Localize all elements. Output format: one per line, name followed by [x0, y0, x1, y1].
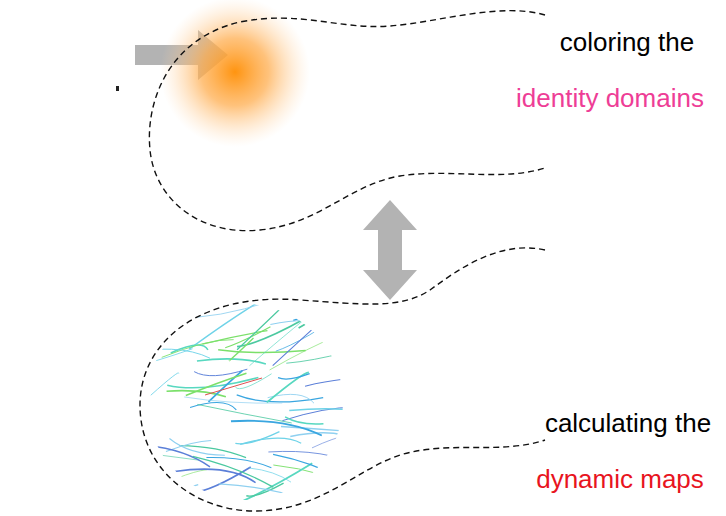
streamline [184, 397, 282, 403]
streamline [119, 444, 210, 466]
streamline [229, 338, 253, 361]
streamline [128, 479, 171, 490]
caption-text: coloring the [560, 27, 694, 57]
streamline [267, 372, 309, 402]
streamline [249, 468, 291, 482]
blob-node: calculating the dynamic maps [140, 300, 726, 516]
streamline [290, 433, 360, 442]
streamline [237, 320, 303, 347]
streamline [156, 298, 220, 323]
streamline [130, 349, 193, 368]
streamline [231, 421, 322, 436]
streamline [289, 409, 373, 413]
streamline [167, 377, 258, 387]
streamline [206, 457, 271, 467]
identity-glow [160, 0, 310, 147]
streamline [315, 309, 362, 331]
streamline [293, 309, 351, 320]
streamline [151, 373, 179, 395]
streamline [312, 435, 348, 448]
streamline [218, 350, 306, 353]
streamline [189, 297, 268, 350]
streamline [119, 349, 210, 358]
cut-mark [116, 86, 119, 91]
streamline [281, 427, 347, 432]
streamline [268, 451, 360, 466]
streamline [270, 321, 335, 327]
streamline [237, 395, 323, 402]
streamline [208, 371, 242, 402]
streamline [249, 305, 324, 366]
streamline [135, 470, 208, 499]
blob-node: coloring the identity domains [140, 0, 726, 200]
streamline [235, 374, 271, 389]
streamline [205, 378, 262, 395]
highlight-text: identity domains [516, 83, 704, 113]
streamline [285, 417, 323, 424]
streamline [305, 379, 352, 387]
streamline [160, 485, 199, 490]
streamline [175, 469, 256, 483]
streamline [286, 352, 345, 363]
streamline [162, 340, 234, 358]
streamline [230, 463, 312, 506]
streamline [276, 304, 358, 351]
streamline [143, 319, 171, 344]
streamline [273, 311, 333, 366]
double-arrow [363, 200, 417, 300]
streamline [278, 374, 310, 379]
streamline [180, 301, 271, 317]
streamline [150, 300, 214, 340]
streamline [190, 403, 236, 410]
highlight-text: dynamic maps [536, 464, 704, 494]
streamline [273, 454, 362, 491]
streamline [219, 484, 315, 503]
streamline [299, 303, 347, 328]
streamline-map [119, 297, 374, 507]
streamline [240, 438, 301, 444]
streamline [237, 299, 290, 349]
streamline [296, 305, 368, 314]
caption-text: calculating the [545, 408, 711, 438]
